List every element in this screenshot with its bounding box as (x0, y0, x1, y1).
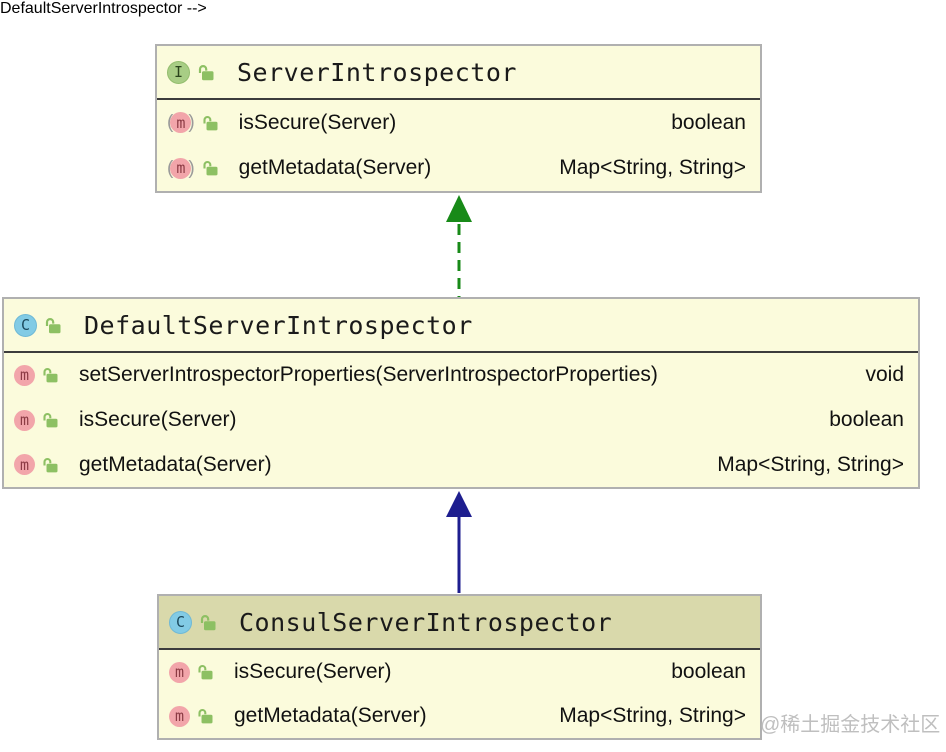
class-name: ConsulServerIntrospector (239, 607, 613, 637)
method-row[interactable]: m isSecure(Server) boolean (4, 398, 918, 443)
unlocked-lock-icon (42, 367, 59, 383)
class-name: ServerIntrospector (237, 57, 517, 87)
class-node-server-introspector[interactable]: I ServerIntrospector ( m ) isSec (155, 44, 762, 193)
class-icon: C (14, 313, 37, 337)
extends-edge-arrow[interactable] (444, 490, 474, 594)
class-node-header[interactable]: I ServerIntrospector (157, 46, 760, 100)
unlocked-lock-icon (42, 412, 59, 428)
class-node-header[interactable]: C ConsulServerIntrospector (159, 596, 760, 650)
class-node-header[interactable]: C DefaultServerIntrospector (4, 299, 918, 353)
method-icon: m (169, 705, 190, 727)
class-icon: C (169, 610, 192, 634)
unlocked-lock-icon (42, 457, 59, 473)
unlocked-lock-icon (197, 708, 214, 724)
method-row[interactable]: m getMetadata(Server) Map<String, String… (159, 694, 760, 738)
method-icon: m (14, 364, 35, 386)
method-icon: m (14, 409, 35, 431)
method-row[interactable]: m setServerIntrospectorProperties(Server… (4, 353, 918, 398)
abstract-method-icon: ( m ) (167, 157, 195, 179)
method-row[interactable]: ( m ) getMetadata(Server) Map<String, St… (157, 146, 760, 192)
method-return-type: boolean (829, 408, 904, 431)
unlocked-lock-icon (202, 160, 219, 176)
method-icon: m (169, 661, 190, 683)
method-row[interactable]: ( m ) isSecure(Server) boolean (157, 100, 760, 146)
abstract-method-icon: ( m ) (167, 112, 195, 134)
method-return-type: Map<String, String> (559, 156, 746, 180)
method-signature: getMetadata(Server) (238, 156, 432, 180)
unlocked-lock-icon (202, 115, 219, 131)
method-row[interactable]: m getMetadata(Server) Map<String, String… (4, 442, 918, 487)
method-return-type: Map<String, String> (717, 452, 904, 476)
method-signature: isSecure(Server) (238, 110, 397, 134)
method-return-type: void (865, 363, 904, 387)
method-signature: setServerIntrospectorProperties(ServerIn… (79, 363, 658, 387)
watermark: @稀土掘金技术社区 (760, 714, 941, 736)
method-signature: isSecure(Server) (234, 660, 392, 683)
method-row[interactable]: m isSecure(Server) boolean (159, 650, 760, 694)
method-return-type: Map<String, String> (559, 704, 746, 727)
method-signature: getMetadata(Server) (234, 704, 427, 727)
implements-edge-arrow[interactable] (444, 194, 474, 298)
method-icon: m (14, 454, 35, 476)
unlocked-lock-icon (197, 664, 214, 680)
method-return-type: boolean (671, 660, 746, 683)
unlocked-lock-icon (199, 614, 217, 631)
unlocked-lock-icon (197, 64, 215, 81)
method-signature: getMetadata(Server) (79, 452, 272, 476)
class-name: DefaultServerIntrospector (84, 310, 473, 340)
method-return-type: boolean (671, 110, 746, 134)
method-signature: isSecure(Server) (79, 408, 237, 431)
class-node-consul-server-introspector[interactable]: C ConsulServerIntrospector m isSecure(Se… (157, 594, 762, 740)
interface-icon: I (167, 60, 190, 84)
unlocked-lock-icon (44, 317, 62, 334)
class-node-default-server-introspector[interactable]: C DefaultServerIntrospector m setServerI… (2, 297, 920, 489)
